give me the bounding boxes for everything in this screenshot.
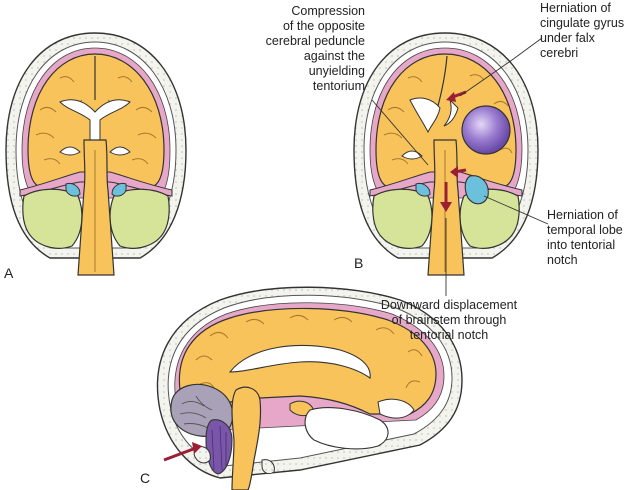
panel-letter-a: A — [4, 265, 14, 281]
label-compression: Compression of the opposite cerebral ped… — [265, 4, 365, 93]
arrow-cingulate — [446, 90, 467, 102]
arrow-brainstem-down — [440, 182, 452, 212]
arrow-tonsillar — [163, 442, 202, 462]
mass-lesion — [461, 105, 511, 155]
label-cingulate-herniation: Herniation of cingulate gyrus under falx… — [540, 1, 625, 60]
label-temporal-herniation: Herniation of temporal lobe into tentori… — [547, 208, 623, 267]
cerebellum-right-a — [109, 188, 170, 249]
brainstem-c — [231, 386, 262, 490]
ventricles-a — [59, 99, 131, 141]
panel-c-sagittal — [156, 286, 463, 490]
panel-letter-b: B — [354, 255, 364, 271]
leader-lines — [371, 37, 549, 296]
ventricle-compressed-b — [409, 97, 441, 134]
panel-letter-c: C — [140, 470, 151, 486]
cerebellum-left-a — [22, 188, 83, 249]
panel-b-coronal-herniation — [353, 32, 539, 276]
herniated-temporal-lobe — [464, 175, 489, 205]
label-brainstem-displacement: Downward displacement of brainstem throu… — [380, 298, 518, 342]
cerebellum-left-b — [372, 188, 433, 249]
arrow-temporal — [450, 166, 467, 178]
sphenoid-region — [304, 407, 389, 450]
brainstem-a — [77, 139, 115, 276]
corpus-callosum — [228, 344, 371, 379]
panel-a-coronal-normal — [5, 32, 187, 276]
